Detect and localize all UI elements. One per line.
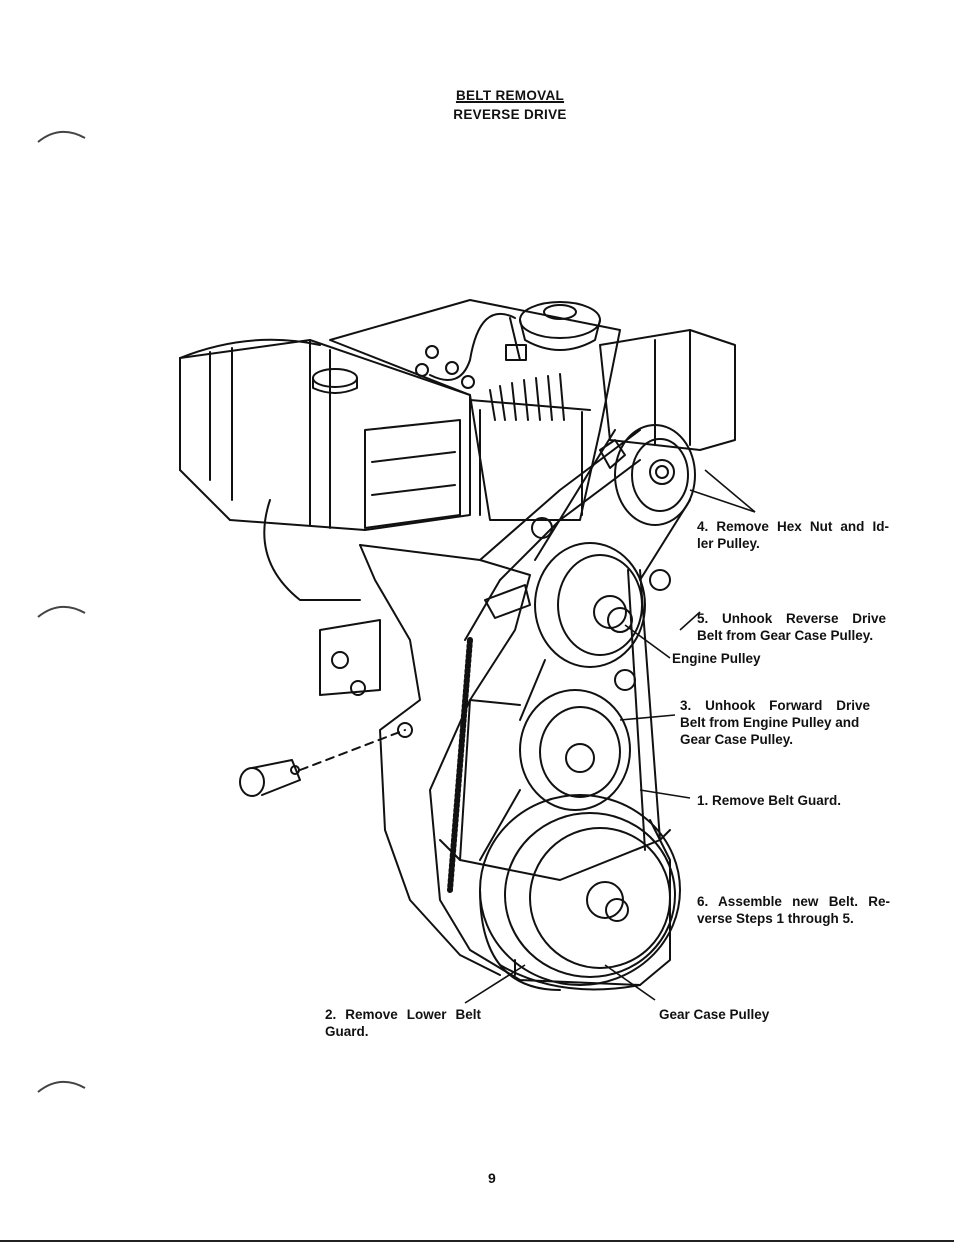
spark-plug xyxy=(429,312,527,381)
callout-gear-case-pulley: Gear Case Pulley xyxy=(659,1007,770,1022)
tension-spring xyxy=(447,579,531,893)
callout-step-4-cont: ler Pulley. xyxy=(697,536,760,551)
belt-guard xyxy=(439,699,671,881)
idler-pulley xyxy=(599,424,696,526)
callout-step-3: 3. Unhook Forward Drive xyxy=(680,698,870,713)
binder-mark-top xyxy=(37,131,86,143)
callout-step-1: 1. Remove Belt Guard. xyxy=(697,793,842,808)
fuel-tank xyxy=(179,338,471,531)
page-number: 9 xyxy=(488,1170,496,1186)
mounting-bolt xyxy=(239,722,413,797)
page-subtitle: REVERSE DRIVE xyxy=(453,107,567,122)
page-title: BELT REMOVAL xyxy=(455,88,565,103)
engine-pulley xyxy=(534,542,646,668)
callout-step-3-cont: Belt from Engine Pulley and Gear Case Pu… xyxy=(680,715,860,747)
callout-step-4: 4. Remove Hex Nut and Id- xyxy=(697,519,889,534)
cylinder-head xyxy=(329,299,621,521)
middle-pulley xyxy=(519,689,631,811)
callout-step-2: 2. Remove Lower Belt xyxy=(325,1007,481,1022)
callout-step-6-cont: verse Steps 1 through 5. xyxy=(697,911,854,926)
leader-lines xyxy=(464,469,756,1004)
binder-mark-middle xyxy=(37,606,86,618)
callout-step-5-cont: Belt from Gear Case Pulley. xyxy=(697,628,874,643)
callout-step-5: 5. Unhook Reverse Drive xyxy=(697,611,886,626)
callout-step-6: 6. Assemble new Belt. Re- xyxy=(697,894,890,909)
drive-belts xyxy=(479,429,691,861)
callout-engine-pulley: Engine Pulley xyxy=(672,651,761,666)
bottom-rule xyxy=(0,1240,954,1242)
gear-case-pulley xyxy=(479,794,681,991)
muffler xyxy=(599,329,736,451)
binder-mark-bottom xyxy=(37,1081,86,1093)
air-cleaner xyxy=(519,301,601,351)
callout-step-2-cont: Guard. xyxy=(325,1024,369,1039)
